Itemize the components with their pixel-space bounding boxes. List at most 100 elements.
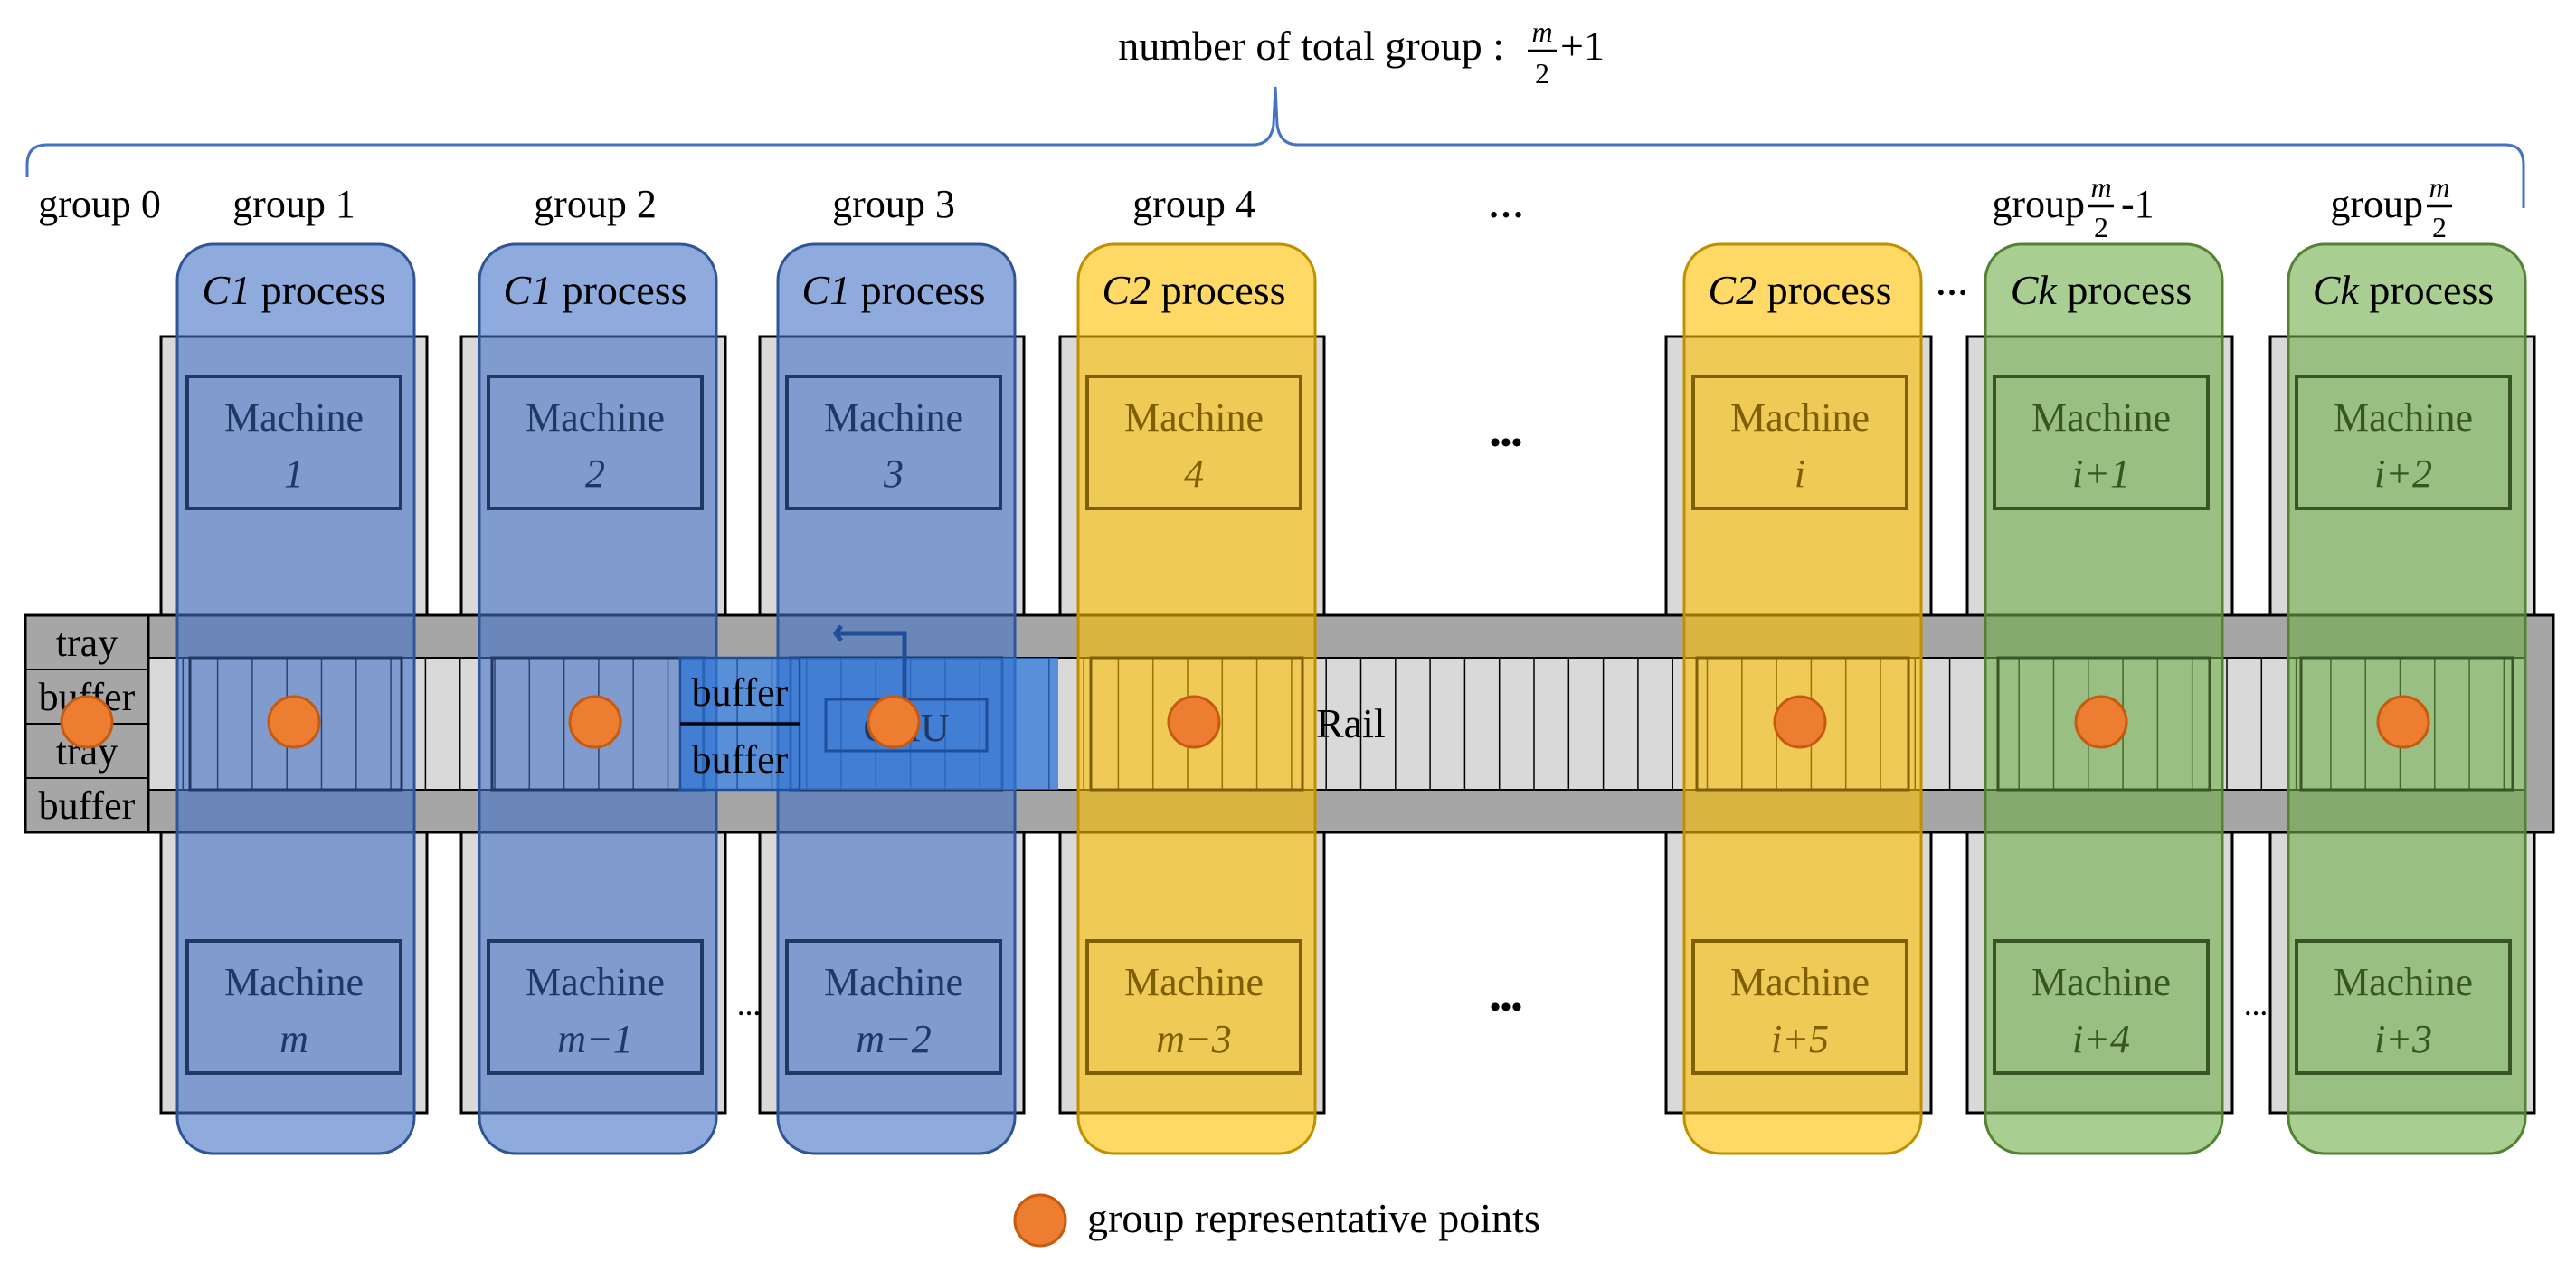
column-rail-frame [2299,656,2514,792]
ellipsis-top-process: … [1936,266,1968,302]
machine-bottom-line2: i+5 [1771,1017,1829,1061]
group-labels: group 0 group 1 group 2 group 3 group 4 … grou… [38,171,2452,243]
group-label-6-den: 2 [2094,211,2108,243]
machine-bottom-line2: m−3 [1156,1017,1231,1061]
legend: group representative points [1013,1193,1540,1248]
machine-box-bottom [1085,939,1302,1075]
legend-point-marker [1013,1193,1067,1248]
title-suffix: +1 [1560,23,1605,69]
representative-point-group-0 [60,695,114,749]
machine-box-bottom [185,939,402,1075]
machine-top-line2: 2 [585,451,605,496]
group-label-7-den: 2 [2432,211,2447,243]
machine-bottom-line1: Machine [2334,960,2473,1004]
machine-top-line1: Machine [224,395,364,440]
process-label: C2 process [1708,267,1891,313]
representative-point-group-2 [568,695,622,749]
tray-buffer-cell-0: tray [56,621,118,665]
ellipses: … ••• ••• … … [737,266,2268,1024]
machine-top-line2: 3 [883,451,904,496]
representative-point-group-4 [1167,695,1221,749]
machine-bottom-line1: Machine [2031,960,2171,1004]
machine-bottom-line2: m−2 [856,1017,931,1061]
column-rail-frame [1695,656,1910,792]
machine-box-top [1691,375,1908,510]
column-rail-frame [1089,656,1304,792]
rail-label: Rail [1316,700,1386,746]
representative-point-group-3 [867,695,921,749]
group-label-7-num: m [2429,171,2449,204]
machine-bottom-line1: Machine [1730,960,1870,1004]
machine-bottom-line1: Machine [1124,960,1264,1004]
machine-box-top [185,375,402,510]
group-label-4: group 4 [1132,182,1255,226]
machine-bottom-line1: Machine [824,960,963,1004]
group-label-6-num: m [2090,171,2111,204]
machine-top-line1: Machine [2031,395,2171,440]
machine-bottom-line2: m−1 [557,1017,632,1061]
group-label-6-prefix: group [1992,182,2085,226]
title-fraction-denominator: 2 [1535,57,1549,90]
legend-label: group representative points [1087,1195,1540,1241]
machine-top-line1: Machine [526,395,665,440]
machine-bottom-line1: Machine [526,960,665,1004]
group-label-1: group 1 [232,182,355,226]
column-rail-frame [188,656,403,792]
machine-top-line1: Machine [1124,395,1264,440]
representative-point-group-7 [2376,695,2430,749]
ellipsis-bottom-right: … [2244,994,2268,1021]
group-label-6-suffix: -1 [2121,182,2155,226]
group-bracket [25,86,2525,208]
machine-box-top [1085,375,1302,510]
machine-bottom-line1: Machine [224,960,364,1004]
process-label: C1 process [801,267,985,313]
title-fraction-numerator: m [1531,15,1552,48]
title-prefix: number of total group : [1118,23,1504,69]
machine-bottom-line2: i+4 [2072,1017,2130,1061]
machine-box-bottom [1993,939,2210,1075]
machine-box-bottom [2295,939,2512,1075]
machine-top-line1: Machine [824,395,963,440]
ellipsis-bottom-machines: ••• [1490,991,1522,1024]
group-label-0: group 0 [38,182,161,226]
machine-bottom-line2: i+3 [2374,1017,2432,1061]
group-label-5: … [1488,185,1524,225]
machine-top-line2: i+2 [2374,451,2432,496]
buffer-upper-label: buffer [692,670,789,715]
machine-top-line2: i [1795,451,1805,496]
title: number of total group : m 2 +1 [1118,15,1605,90]
tray-buffer-cell-3: buffer [39,783,136,828]
machine-box-top [785,375,1002,510]
process-label: Ck process [2313,267,2495,313]
process-label: C2 process [1102,267,1285,313]
machine-box-top [2295,375,2512,510]
buffer-lower-label: buffer [692,737,789,782]
process-label: Ck process [2011,267,2192,313]
machine-box-top [1993,375,2210,510]
machine-box-top [487,375,704,510]
column-rail-frame [1996,656,2211,792]
group-label-2: group 2 [534,182,657,226]
machine-box-bottom [487,939,704,1075]
machine-top-line1: Machine [2334,395,2473,440]
ohu-gripper [832,624,907,699]
group-label-7-prefix: group [2330,182,2423,226]
machine-box-bottom [785,939,1002,1075]
representative-point-group-1 [267,695,321,749]
machine-bottom-line2: m [279,1017,308,1061]
machine-top-line1: Machine [1730,395,1870,440]
machine-box-bottom [1691,939,1908,1075]
representative-points [60,695,2430,749]
ellipsis-top-machines: ••• [1490,426,1522,460]
ellipsis-bottom-left: … [737,994,761,1021]
representative-point-group-5 [1773,695,1827,749]
process-label: C1 process [202,267,385,313]
machine-top-line2: 4 [1184,451,1204,496]
group-label-3: group 3 [832,182,955,226]
representative-point-group-6 [2074,695,2128,749]
machine-top-line2: i+1 [2072,451,2130,496]
process-label: C1 process [503,267,687,313]
